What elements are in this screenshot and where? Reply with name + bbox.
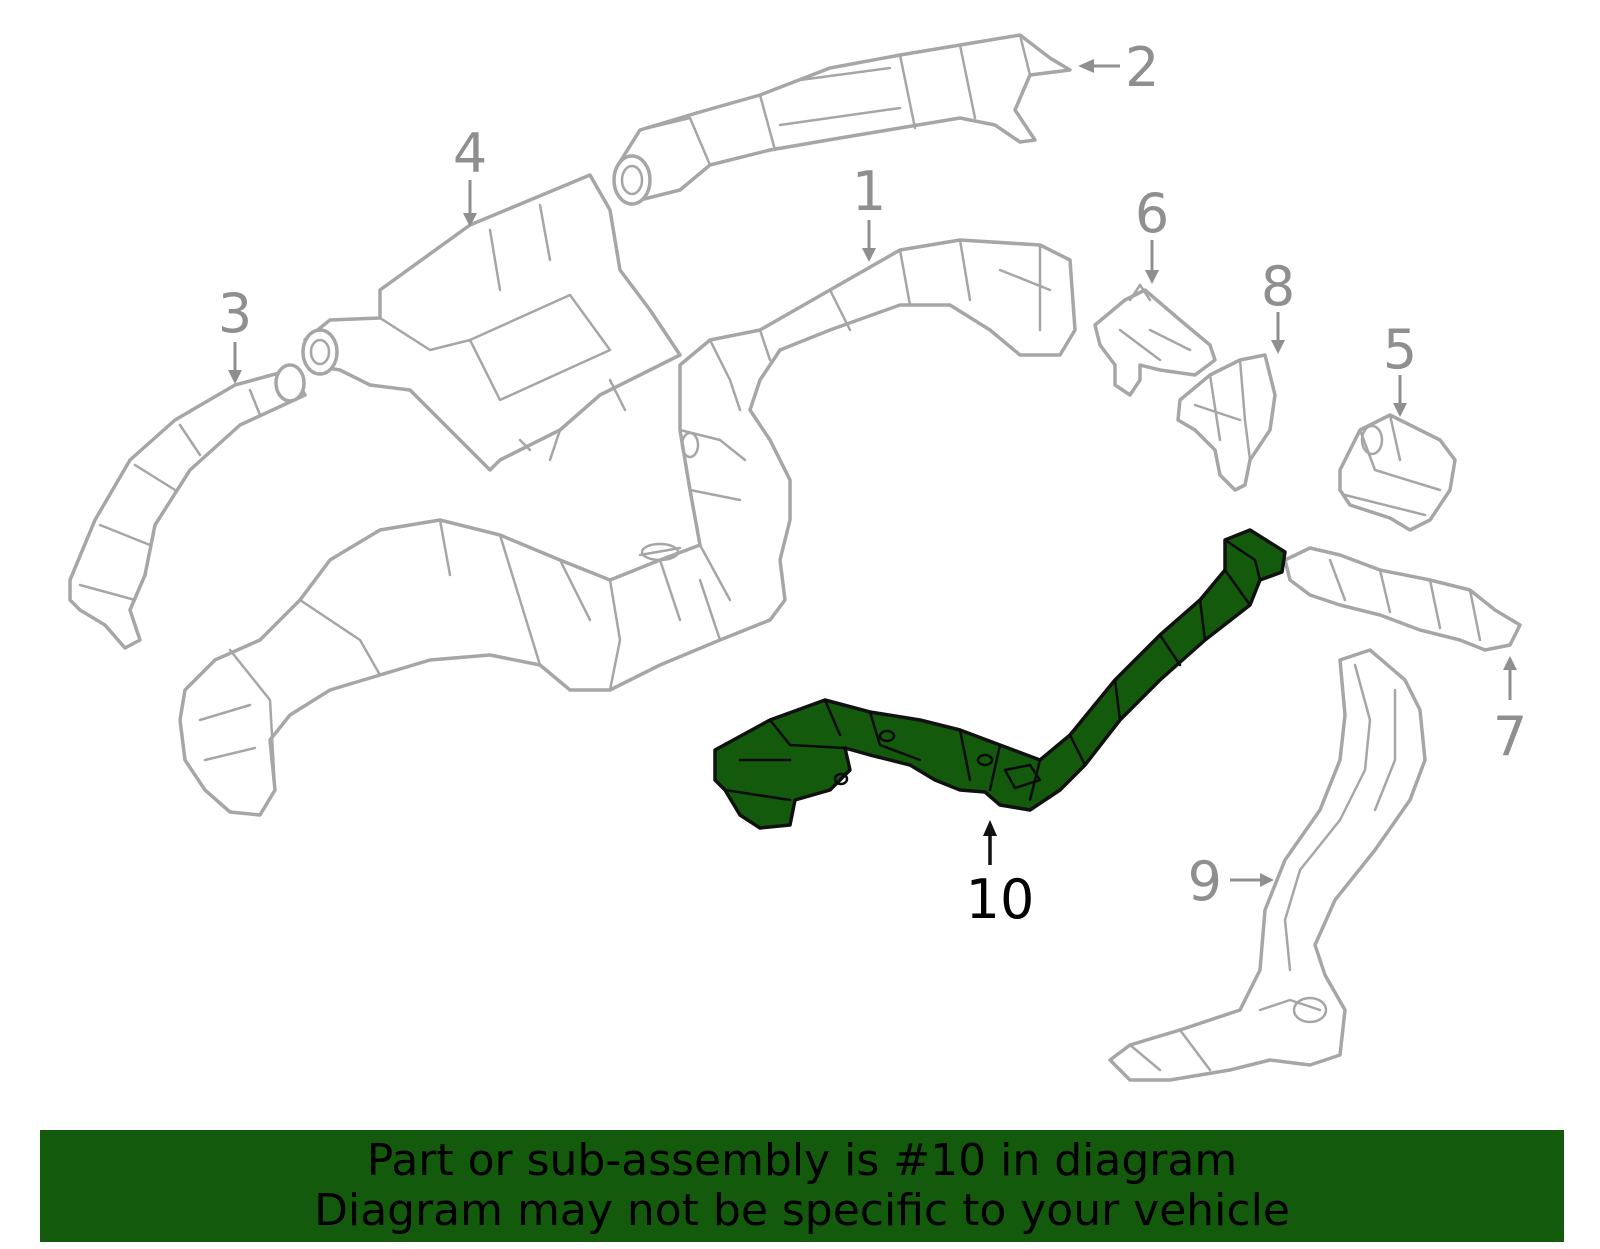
callout-3: 3 bbox=[218, 282, 252, 384]
callout-6-label: 6 bbox=[1135, 182, 1169, 245]
callout-6: 6 bbox=[1135, 182, 1169, 284]
part-9-tall-duct[interactable] bbox=[1108, 648, 1427, 1082]
info-banner: Part or sub-assembly is #10 in diagram D… bbox=[40, 1130, 1564, 1242]
banner-line-1: Part or sub-assembly is #10 in diagram bbox=[366, 1135, 1238, 1186]
callout-7-label: 7 bbox=[1493, 705, 1527, 768]
callout-10-label: 10 bbox=[966, 868, 1035, 931]
callout-3-label: 3 bbox=[218, 282, 252, 345]
banner-line-2: Diagram may not be specific to your vehi… bbox=[314, 1185, 1290, 1236]
callout-5: 5 bbox=[1383, 318, 1417, 417]
part-5-vent[interactable] bbox=[1338, 413, 1457, 532]
callout-4-label: 4 bbox=[453, 122, 487, 185]
callout-4: 4 bbox=[453, 122, 487, 227]
callout-9-label: 9 bbox=[1188, 850, 1222, 913]
part-7-vent-duct[interactable] bbox=[1283, 546, 1522, 652]
part-8-vent[interactable] bbox=[1176, 353, 1277, 492]
part-10-highlighted-duct[interactable] bbox=[713, 528, 1287, 830]
part-4-vent-housing[interactable] bbox=[301, 173, 682, 472]
callout-2: 2 bbox=[1078, 36, 1159, 99]
part-6-bracket[interactable] bbox=[1093, 283, 1217, 397]
callout-1: 1 bbox=[852, 160, 886, 262]
part-2-duct[interactable] bbox=[612, 33, 1072, 206]
callout-9: 9 bbox=[1188, 850, 1274, 913]
part-1-main-duct[interactable] bbox=[178, 238, 1077, 817]
callout-7: 7 bbox=[1493, 656, 1527, 768]
callout-5-label: 5 bbox=[1383, 318, 1417, 381]
callout-8: 8 bbox=[1261, 255, 1295, 354]
callout-1-label: 1 bbox=[852, 160, 886, 223]
callout-2-label: 2 bbox=[1125, 36, 1159, 99]
callout-10: 10 bbox=[966, 820, 1035, 931]
callout-8-label: 8 bbox=[1261, 255, 1295, 318]
part-3-side-duct[interactable] bbox=[68, 363, 307, 650]
